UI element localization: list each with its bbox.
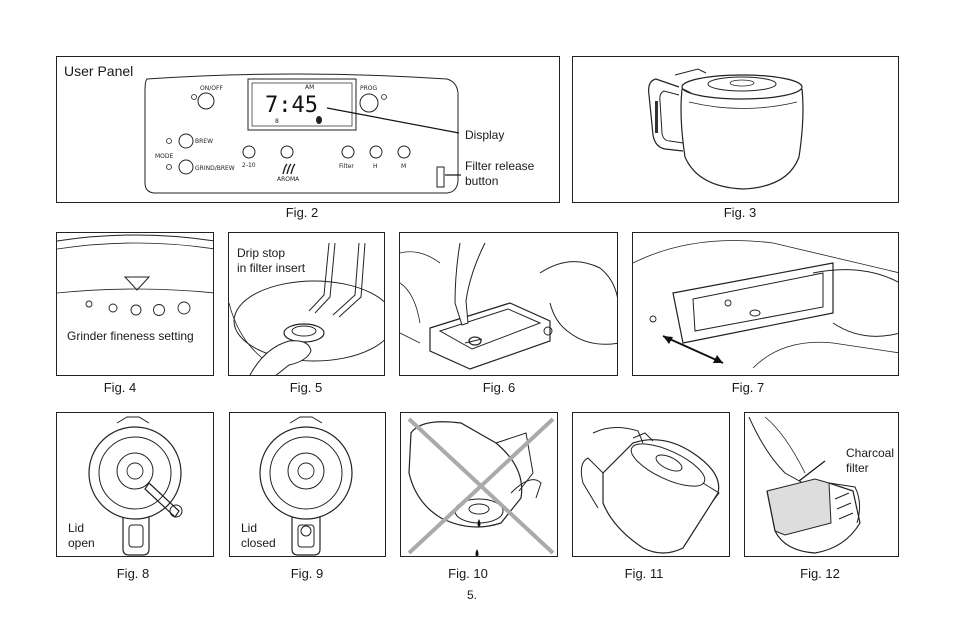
filter-release-button[interactable]	[436, 166, 445, 188]
fig12-caption: Fig. 12	[800, 566, 840, 581]
grind-brew-button[interactable]	[178, 159, 194, 175]
coffee-maker-control-panel-drawing: AM 7:45 8 ON/OFF PROG BREW MODE GRIND/BR…	[144, 73, 461, 194]
drip-stop-label-line2: in filter insert	[237, 261, 306, 275]
cups-label: 2-10	[242, 162, 256, 169]
filter-release-callout-line2: button	[465, 174, 499, 188]
fig12-charcoal-filter: Charcoal filter	[744, 412, 899, 557]
drip-stop-label-line1: Drip stop	[237, 246, 286, 260]
fig6-press-release	[399, 232, 618, 376]
hour-label: H	[373, 163, 378, 170]
filter-button[interactable]	[341, 145, 355, 159]
mode-label: MODE	[155, 153, 174, 160]
charcoal-filter-label-line1: Charcoal	[846, 446, 895, 460]
fig8-lid-open: Lid open	[56, 412, 214, 557]
pressing-filter-release-drawing	[400, 242, 617, 370]
aroma-label: AROMA	[277, 176, 300, 183]
pulling-filter-drawer-drawing	[633, 240, 898, 369]
page-number: 5.	[467, 588, 478, 602]
panel-title: User Panel	[64, 63, 134, 79]
grinder-fineness-label: Grinder fineness setting	[67, 329, 194, 343]
fig8-caption: Fig. 8	[116, 566, 150, 581]
fig3-caption: Fig. 3	[723, 205, 757, 220]
display-callout: Display	[465, 128, 505, 142]
fig6-caption: Fig. 6	[482, 380, 516, 395]
fig5-drip-stop: Drip stop in filter insert	[228, 232, 385, 376]
fig11-pouring	[572, 412, 730, 557]
charcoal-filter-drawing	[748, 416, 861, 554]
fig7-caption: Fig. 7	[731, 380, 765, 395]
display-strength: 8	[275, 118, 279, 125]
on-off-label: ON/OFF	[200, 85, 223, 92]
fig3-carafe	[572, 56, 899, 203]
fig9-caption: Fig. 9	[290, 566, 324, 581]
grind-brew-label: GRIND/BREW	[195, 165, 235, 172]
carafe-top-lid-closed-drawing	[259, 416, 353, 556]
tilted-carafe-crossed-out-drawing	[407, 417, 555, 556]
fig4-caption: Fig. 4	[103, 380, 137, 395]
lid-closed-label-line2: closed	[241, 536, 276, 550]
aroma-icon	[282, 163, 296, 175]
bean-icon	[316, 116, 322, 124]
lid-closed-label-line1: Lid	[241, 521, 258, 535]
lid-open-label-line1: Lid	[68, 521, 85, 535]
filter-release-callout-line1: Filter release	[465, 159, 535, 173]
fig10-caption: Fig. 10	[448, 566, 488, 581]
pointer-triangle-icon	[123, 276, 151, 291]
thermal-carafe-drawing	[648, 68, 804, 190]
brew-label: BREW	[195, 138, 213, 145]
cross-out-line-2	[407, 417, 555, 555]
filter-label: Filter	[339, 163, 354, 170]
grinder-dial-drawing	[57, 234, 213, 316]
display-am: AM	[305, 84, 314, 91]
fig2-user-panel: AM 7:45 8 ON/OFF PROG BREW MODE GRIND/BR…	[56, 56, 560, 203]
carafe-pouring-drawing	[580, 427, 720, 554]
on-off-button[interactable]	[197, 92, 215, 110]
prog-label: PROG	[360, 85, 378, 92]
double-arrow-icon	[662, 335, 724, 364]
fig7-pull-out	[632, 232, 899, 376]
display-time: 7:45	[265, 93, 318, 118]
prog-button[interactable]	[359, 93, 379, 113]
charcoal-filter-label-line2: filter	[846, 461, 869, 475]
fig5-caption: Fig. 5	[289, 380, 323, 395]
brew-button[interactable]	[178, 133, 194, 149]
minute-button[interactable]	[397, 145, 411, 159]
fig11-caption: Fig. 11	[624, 566, 664, 581]
aroma-button[interactable]	[280, 145, 294, 159]
fig10-do-not-tilt	[400, 412, 558, 557]
hour-button[interactable]	[369, 145, 383, 159]
fig2-caption: Fig. 2	[285, 205, 319, 220]
cups-button[interactable]	[242, 145, 256, 159]
filter-insert-drip-stop-drawing	[229, 242, 384, 375]
carafe-top-lid-open-drawing	[88, 416, 183, 556]
fig9-lid-closed: Lid closed	[229, 412, 386, 557]
lid-open-label-line2: open	[68, 536, 95, 550]
fig4-grinder-fineness: Grinder fineness setting	[56, 232, 214, 376]
minute-label: M	[401, 163, 406, 170]
